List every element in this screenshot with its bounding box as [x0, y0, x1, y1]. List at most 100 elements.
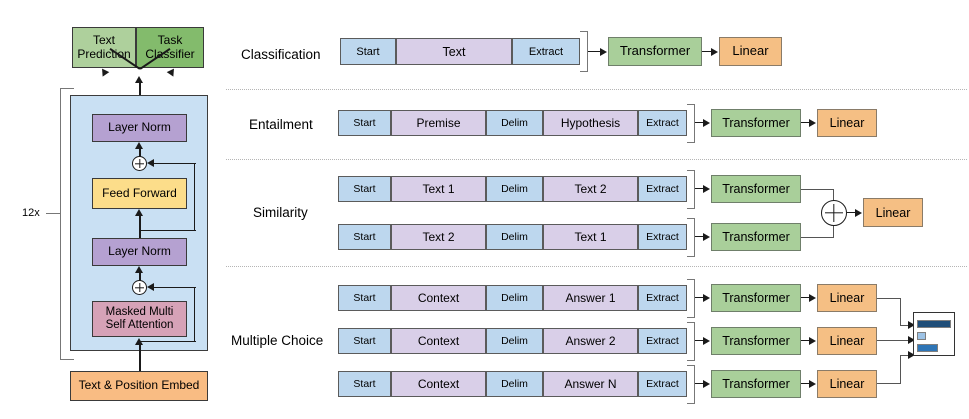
task-label-entailment: Entailment	[249, 115, 313, 133]
task-label-multiple-choice: Multiple Choice	[231, 331, 323, 349]
linear-label: Linear	[732, 43, 769, 59]
token-start: Start	[338, 328, 391, 354]
seq-to-transformer-line	[588, 51, 602, 53]
text-prediction-block: Text Prediction	[72, 27, 136, 68]
task-label-entailment-text: Entailment	[249, 116, 313, 132]
token-answer-1: Answer 1	[543, 285, 638, 311]
similarity-sum-node	[821, 200, 847, 226]
transformer-to-linear-line	[801, 383, 811, 385]
task-classifier-block: Task Classifier	[136, 27, 204, 68]
linear-block: Linear	[817, 327, 877, 355]
token-label: Text	[442, 44, 466, 59]
residual-lower-return-v	[194, 287, 196, 342]
token-label: Delim	[501, 117, 528, 129]
similarity-merge-line-bottom	[801, 237, 834, 239]
masked-multi-self-attention-label: Masked Multi Self Attention	[105, 306, 174, 331]
repeat-bracket-tick-top	[60, 88, 74, 89]
token-label: Start	[353, 292, 376, 304]
token-delim: Delim	[486, 371, 543, 397]
token-delim: Delim	[486, 328, 543, 354]
transformer-to-linear-arrow	[809, 293, 816, 302]
token-context: Context	[391, 371, 486, 397]
ln-bottom-in-arrow	[135, 266, 143, 273]
repeat-bracket-tick-bottom	[60, 359, 74, 360]
task-label-similarity: Similarity	[253, 203, 308, 221]
token-label: Delim	[501, 183, 528, 195]
token-label: Premise	[416, 116, 461, 130]
token-text-2: Text 2	[391, 224, 486, 250]
seq-to-transformer-arrow	[703, 232, 710, 241]
transformer-label: Transformer	[722, 334, 790, 348]
transformer-block: Transformer	[711, 284, 801, 312]
transformer-block: Transformer	[711, 370, 801, 398]
seq-to-transformer-arrow	[703, 336, 710, 345]
token-label: Answer N	[564, 377, 617, 391]
token-extract: Extract	[512, 38, 580, 65]
token-label: Text 2	[574, 182, 607, 196]
answer-score-histogram	[913, 312, 955, 356]
residual-lower-return-arrow	[147, 283, 154, 291]
linear-label: Linear	[829, 116, 865, 130]
seq-to-transformer-line	[695, 340, 705, 342]
task-classifier-label: Task Classifier	[145, 33, 195, 61]
token-label: Extract	[528, 45, 564, 58]
ln-top-in-line	[139, 148, 141, 162]
ln-bottom-in-line	[139, 272, 141, 286]
token-extract: Extract	[638, 285, 687, 311]
token-start: Start	[338, 371, 391, 397]
stack-top-out-arrow	[135, 76, 143, 83]
ff-in-line	[139, 214, 141, 244]
token-label: Extract	[646, 292, 679, 304]
transformer-to-linear-line	[801, 122, 811, 124]
token-label: Context	[417, 291, 460, 305]
task-label-classification-text: Classification	[241, 46, 321, 62]
mc-wire-bot-h	[877, 383, 901, 385]
sequence-bracket	[580, 31, 588, 72]
separator-similarity-multiplechoice	[226, 266, 967, 267]
token-label: Extract	[646, 117, 679, 129]
seq-to-transformer-arrow	[703, 379, 710, 388]
linear-label: Linear	[829, 377, 865, 391]
similarity-merge-line-top	[801, 189, 834, 191]
transformer-to-linear-line	[801, 340, 811, 342]
mc-wire-top-v	[900, 298, 902, 325]
mc-wire-mid-h	[877, 340, 914, 342]
transformer-to-linear-arrow	[809, 379, 816, 388]
residual-lower-return-b	[139, 341, 196, 343]
text-prediction-label: Text Prediction	[77, 33, 131, 61]
transformer-label: Transformer	[722, 116, 790, 130]
mc-wire-bot-v	[900, 355, 902, 384]
ln-top-in-arrow	[135, 142, 143, 149]
residual-lower-return-h	[152, 287, 196, 289]
layer-norm-top-block: Layer Norm	[92, 114, 187, 142]
seq-to-transformer-line	[695, 383, 705, 385]
seq-to-transformer-arrow	[703, 118, 710, 127]
repeat-bracket-tick-mid	[46, 213, 60, 214]
token-label: Start	[353, 183, 376, 195]
layer-norm-bottom-block: Layer Norm	[92, 238, 187, 266]
linear-block: Linear	[817, 284, 877, 312]
token-delim: Delim	[486, 224, 543, 250]
transformer-block: Transformer	[608, 37, 702, 66]
bar-answer-1	[917, 320, 951, 328]
transformer-block: Transformer	[711, 175, 801, 203]
text-position-embed-label: Text & Position Embed	[78, 378, 200, 393]
token-label: Text 1	[574, 230, 607, 244]
linear-block: Linear	[863, 198, 923, 227]
bar-answer-n	[917, 344, 938, 352]
transformer-block: Transformer	[711, 223, 801, 251]
repeat-count-label: 12x	[22, 205, 40, 221]
linear-block: Linear	[817, 370, 877, 398]
residual-upper-return-v	[194, 163, 196, 231]
token-label: Extract	[646, 335, 679, 347]
token-label: Start	[353, 231, 376, 243]
transformer-to-linear-arrow	[809, 118, 816, 127]
task-label-multiple-choice-text: Multiple Choice	[231, 332, 324, 348]
token-label: Context	[417, 377, 460, 391]
linear-label: Linear	[829, 291, 865, 305]
linear-label: Linear	[875, 205, 911, 220]
sequence-bracket	[687, 279, 695, 318]
seq-to-transformer-arrowhead	[600, 47, 607, 56]
linear-block: Linear	[719, 37, 782, 66]
